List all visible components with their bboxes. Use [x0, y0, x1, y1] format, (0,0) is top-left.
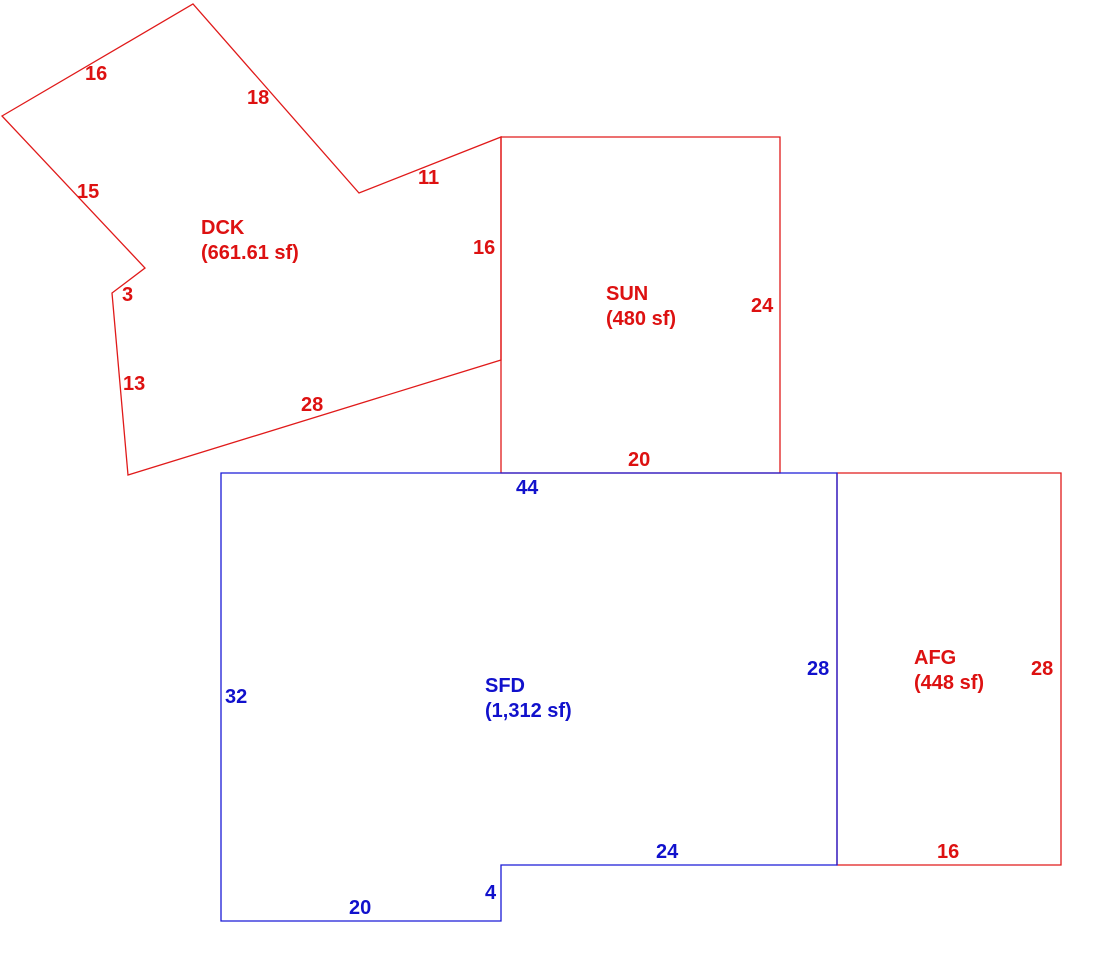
- dck-dimension: 13: [123, 373, 145, 395]
- afg-dimension: 28: [1031, 658, 1053, 680]
- sun-area-value: (480 sf): [606, 308, 676, 330]
- afg-area-value: (448 sf): [914, 672, 984, 694]
- sfd-dimension: 28: [807, 658, 829, 680]
- dck-dimension: 11: [418, 167, 439, 189]
- afg-outline: [836, 472, 1062, 866]
- sfd-dimension: 4: [485, 882, 497, 904]
- dck-dimension: 28: [301, 394, 323, 416]
- sfd-area-code: SFD: [485, 675, 525, 697]
- sfd-dimension: 32: [225, 686, 247, 708]
- afg-area-code: AFG: [914, 647, 956, 669]
- sfd-outline: [220, 472, 838, 922]
- sun-dimension: 24: [751, 295, 774, 317]
- sun-outline: [500, 136, 781, 474]
- dck-dimension: 15: [77, 181, 99, 203]
- dck-area-code: DCK: [201, 217, 245, 239]
- dck-dimension: 16: [85, 63, 107, 85]
- sfd-area-value: (1,312 sf): [485, 700, 572, 722]
- dck-outline: [0, 3, 502, 476]
- dck-area-value: (661.61 sf): [201, 242, 299, 264]
- dck-dimension: 3: [122, 284, 133, 306]
- sfd-dimension: 20: [349, 897, 371, 919]
- dck-dimension: 16: [473, 237, 495, 259]
- sun-dimension: 20: [628, 449, 650, 471]
- sfd-dimension: 24: [656, 841, 679, 863]
- afg-dimension: 16: [937, 841, 959, 863]
- sun-area-code: SUN: [606, 283, 648, 305]
- dck-dimension: 18: [247, 87, 269, 109]
- sfd-dimension: 44: [516, 477, 539, 499]
